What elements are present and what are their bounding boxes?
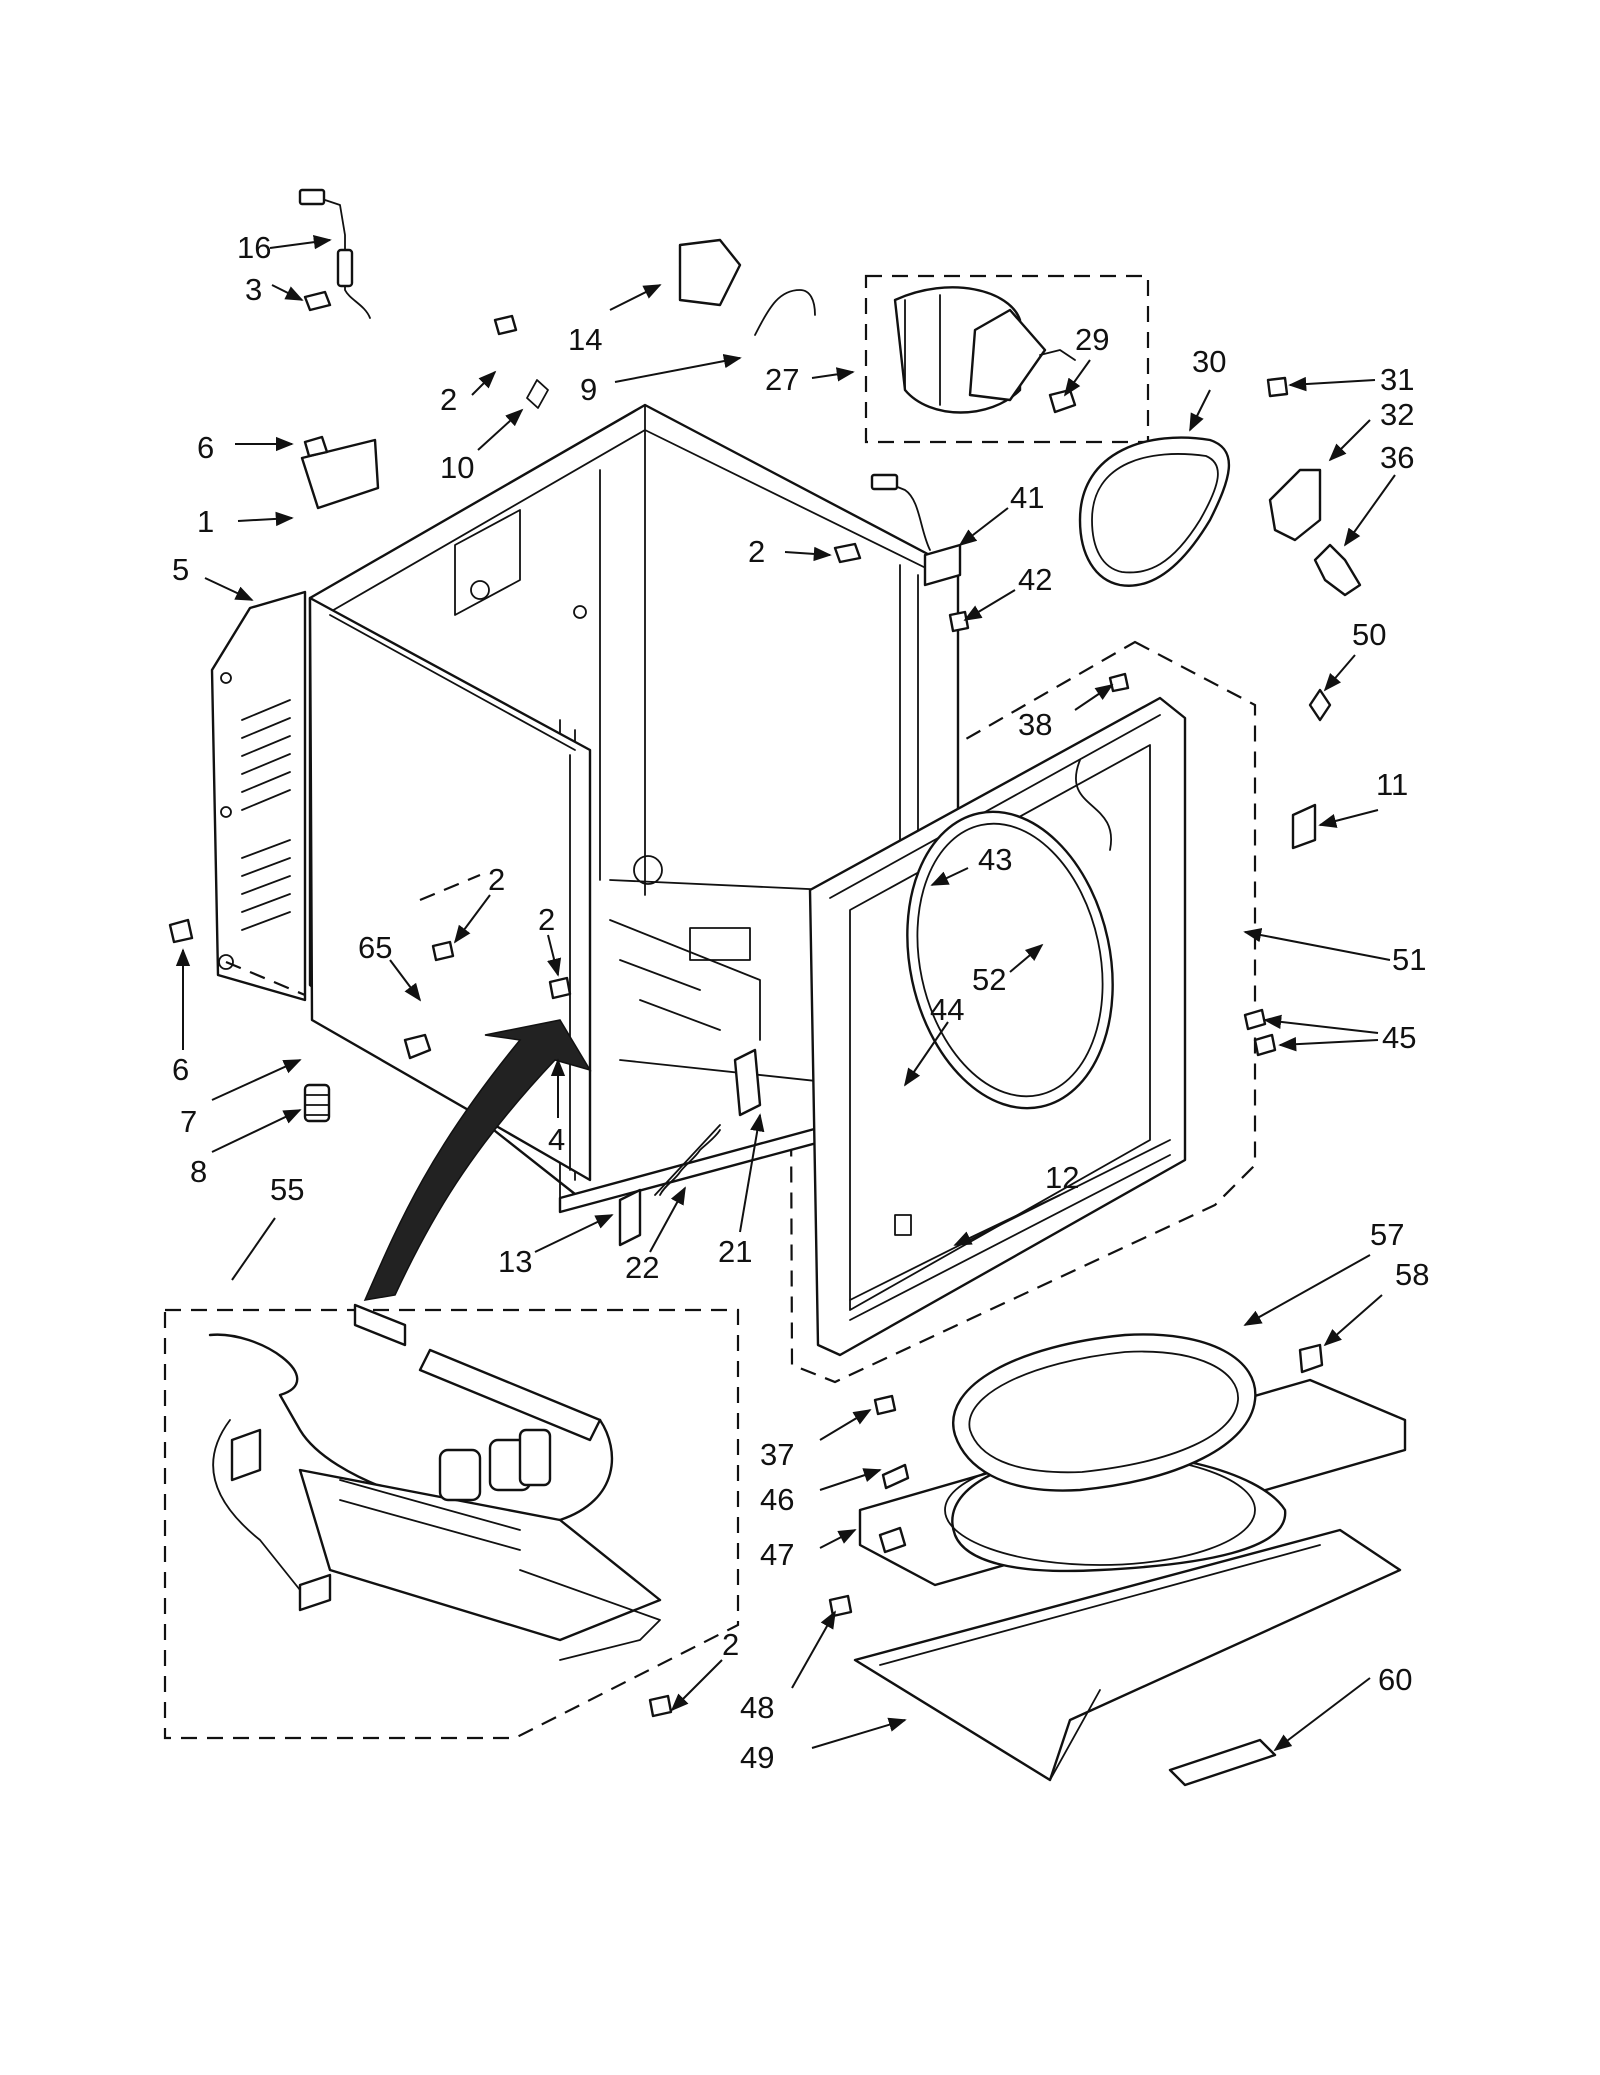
callout-29: 29 [1075,322,1109,357]
callout-3: 3 [245,272,262,307]
callout-12: 12 [1045,1160,1079,1195]
terminal-block-clip [526,379,549,409]
callout-41: 41 [1010,480,1044,515]
thermal-fuse [870,473,899,491]
callout-51: 51 [1392,942,1426,977]
drive-motor [893,286,1077,414]
callout-58: 58 [1395,1257,1429,1292]
callout-14: 14 [568,322,602,357]
callout-2: 2 [538,902,555,937]
switch-harness [879,479,931,551]
callout-8: 8 [190,1154,207,1189]
callout-46: 46 [760,1482,794,1517]
callout-47: 47 [760,1537,794,1572]
callout-10: 10 [440,450,474,485]
callout-2: 2 [748,534,765,569]
door-switch [618,1188,642,1247]
callout-52: 52 [972,962,1006,997]
idler-pulley [1313,543,1362,597]
callout-2: 2 [488,862,505,897]
harness-clip [678,238,742,307]
callout-6: 6 [172,1052,189,1087]
callout-21: 21 [718,1234,752,1269]
callout-57: 57 [1370,1217,1404,1252]
burner-assembly [208,1303,662,1661]
callout-1: 1 [197,504,214,539]
door-catch [1308,688,1332,722]
drive-belt [1078,436,1231,587]
leveling-leg [303,1083,331,1123]
thermostat-connector [298,188,326,206]
callout-2: 2 [722,1627,739,1662]
rear-panel-guide [225,873,481,997]
bracket-1 [300,438,380,510]
rear-panel [210,590,307,1002]
callout-27: 27 [765,362,799,397]
hinge-bracket [733,1048,762,1117]
toe-panel [853,1528,1402,1782]
callout-6: 6 [197,430,214,465]
door-stop [881,1463,910,1490]
callout-labels: 16 3 14 2 9 27 29 30 31 32 36 6 10 1 5 4… [172,230,1429,1775]
thermostat-body [336,248,354,288]
wire-clip [403,1033,432,1060]
base-bracket [878,1526,907,1554]
callout-37: 37 [760,1437,794,1472]
burner-assembly-group-box [163,1308,740,1740]
callout-38: 38 [1018,707,1052,742]
callout-44: 44 [930,992,964,1027]
air-flow-arrow [363,1019,592,1301]
callout-13: 13 [498,1244,532,1279]
callout-36: 36 [1380,440,1414,475]
callout-16: 16 [237,230,271,265]
drive-motor-group-box [864,274,1150,444]
callout-11: 11 [1376,767,1408,802]
callout-30: 30 [1192,344,1226,379]
idler-bracket [1268,468,1322,542]
front-panel [808,696,1187,1357]
motor-bracket [754,289,816,336]
callout-7: 7 [180,1104,197,1139]
callout-43: 43 [978,842,1012,877]
front-panel-group-box [788,640,1257,1384]
callout-9: 9 [580,372,597,407]
callout-22: 22 [625,1250,659,1285]
front-panel-clip [1291,803,1317,850]
callout-32: 32 [1380,397,1414,432]
callout-65: 65 [358,930,392,965]
door-spring [654,1124,721,1196]
callout-5: 5 [172,552,189,587]
callout-45: 45 [1382,1020,1416,1055]
callout-42: 42 [1018,562,1052,597]
screw-icon [168,290,1289,1718]
callout-55: 55 [270,1172,304,1207]
motor-switch [923,543,962,587]
leader-lines [175,235,1396,1752]
kick-panel-trim [1168,1738,1277,1787]
callout-49: 49 [740,1740,774,1775]
callout-31: 31 [1380,362,1414,397]
callout-48: 48 [740,1690,774,1725]
thermostat-lead [309,194,371,319]
callout-60: 60 [1378,1662,1412,1697]
callout-4: 4 [548,1122,565,1157]
callout-2: 2 [440,382,457,417]
strike-plate [1298,1343,1324,1374]
callout-50: 50 [1352,617,1386,652]
